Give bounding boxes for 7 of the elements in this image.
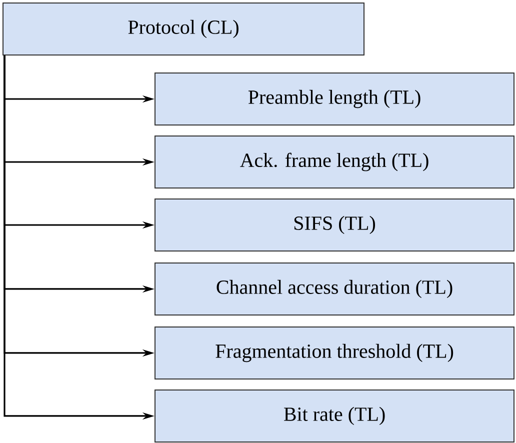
category-box: Protocol (CL) [2, 2, 364, 56]
parameter-box: Ack. frame length (TL) [154, 136, 514, 188]
parameter-box: Preamble length (TL) [154, 72, 514, 126]
parameter-box: SIFS (TL) [154, 198, 514, 252]
parameter-box: Channel access duration (TL) [154, 262, 514, 316]
parameter-box: Bit rate (TL) [154, 389, 514, 442]
parameter-box: Fragmentation threshold (TL) [154, 326, 514, 380]
